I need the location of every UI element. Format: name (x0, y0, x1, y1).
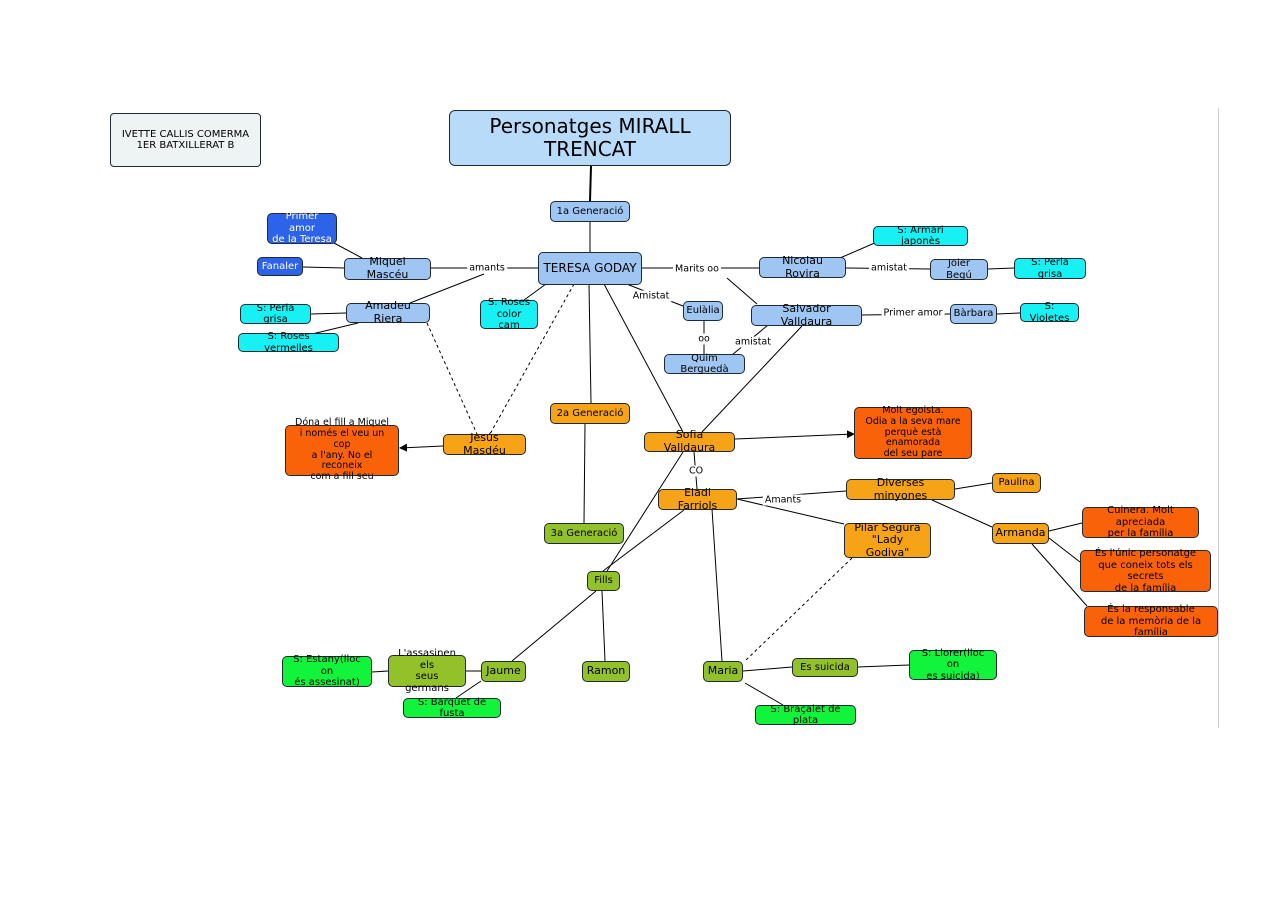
node-nicolau[interactable]: Nicolau Rovira (759, 254, 846, 279)
node-barquet[interactable]: S: Barquet de fusta (403, 697, 501, 719)
edge-label-marits: Marits oo (673, 263, 721, 275)
node-maria[interactable]: Maria (703, 661, 743, 682)
edge-minyones-armanda (931, 499, 993, 528)
edge-label-amistat-joier: amistat (869, 262, 909, 274)
node-barbara[interactable]: Bàrbara (950, 304, 997, 324)
node-estany[interactable]: S: Estany(lloc on és assesinat) (282, 654, 372, 688)
node-armanda[interactable]: Armanda (992, 523, 1049, 544)
node-salvador[interactable]: Salvador Valldaura (751, 302, 862, 327)
edge-label-amistat-quim: amistat (733, 336, 773, 348)
edge-armari-nicolau (839, 241, 878, 259)
node-roses-cam[interactable]: S: Roses color cam (480, 297, 538, 331)
edge-teresa-rosescam (523, 283, 547, 301)
node-gen1[interactable]: 1a Generació (550, 201, 630, 222)
node-primer-amor[interactable]: Primer amor de la Teresa (267, 211, 337, 245)
edge-nicolau-salvador (726, 277, 758, 305)
edge-primeramor-miquel (333, 242, 363, 259)
node-egoista[interactable]: Molt egoista. Odia a la seva mare perquè… (854, 405, 972, 459)
edge-teresa-gen2 (588, 283, 592, 404)
node-ramon[interactable]: Ramon (582, 661, 630, 682)
edge-label-co: CO (686, 465, 706, 477)
edge-minyones-paulina (954, 482, 993, 490)
node-bracalet[interactable]: S: Braçalet de plata (755, 704, 856, 726)
edge-estany-assasinen (371, 670, 389, 673)
edge-maria-bracalet (744, 682, 784, 706)
edge-jesus-donafill (399, 443, 444, 452)
edge-jaume-barquet (455, 680, 482, 699)
node-perla2[interactable]: S: Perla grisa (1014, 257, 1086, 280)
edge-salvador-sofia (701, 325, 803, 433)
node-paulina[interactable]: Paulina (992, 473, 1041, 493)
edge-dashed-amadeu-jesus (426, 322, 478, 435)
edge-suicida-llorer (857, 664, 910, 668)
node-dona-fill[interactable]: Dóna el fill a Miquel i només el veu un … (285, 417, 399, 482)
edge-label-amistat-eulalia: Amistat (630, 290, 672, 302)
edge-title-gen1 (589, 165, 592, 202)
node-jaume[interactable]: Jaume (481, 661, 526, 682)
edge-armanda-unic (1048, 537, 1081, 563)
edge-sofia-fills (606, 451, 684, 572)
edge-dashed-pilar-maria (744, 557, 853, 662)
edge-maria-suicida (742, 666, 793, 672)
node-joier[interactable]: Joier Begú (930, 258, 988, 281)
edge-eladi-fills (602, 509, 685, 572)
node-minyones[interactable]: Diverses minyones (846, 476, 955, 501)
edge-armanda-responsable (1031, 543, 1088, 607)
node-violetes[interactable]: S: Violetes (1020, 301, 1079, 324)
edge-rosesverm-amadeu (311, 322, 359, 335)
node-armari[interactable]: S: Armari japonès (873, 225, 968, 247)
map-title[interactable]: Personatges MIRALL TRENCAT (449, 110, 731, 166)
edge-eladi-pilar (736, 498, 845, 525)
node-gen2[interactable]: 2a Generació (550, 403, 630, 424)
page-divider (1218, 108, 1219, 728)
node-llorer[interactable]: S: Llorer(lloc on es suicida) (909, 648, 997, 682)
edge-gen2-gen3 (583, 423, 586, 524)
edge-armanda-cuinera (1048, 522, 1083, 532)
edge-fanaler-miquel (302, 266, 345, 269)
edge-dashed-teresa-jesus (489, 283, 575, 435)
edge-fills-jaume (511, 590, 597, 662)
node-quim[interactable]: Quim Berguedà (664, 353, 745, 375)
node-perla1[interactable]: S: Perla grisa (240, 303, 311, 325)
edge-barbara-violetes (996, 312, 1021, 315)
node-pilar[interactable]: Pilar Segura "Lady Godiva" (844, 521, 931, 559)
node-miquel[interactable]: Miquel Mascéu (344, 256, 431, 281)
edge-label-primer-amor: Primer amor (881, 307, 945, 319)
edge-label-amants: amants (467, 262, 507, 274)
node-eulalia[interactable]: Eulàlia (683, 301, 723, 321)
edge-joier-perla2 (987, 267, 1015, 270)
edge-teresa-sofia (603, 283, 684, 433)
edge-eladi-maria (711, 508, 723, 662)
node-unic[interactable]: És l'únic personatge que coneix tots els… (1080, 548, 1211, 594)
node-eladi[interactable]: Eladi Farriols (658, 486, 737, 511)
node-jesus[interactable]: Jesús Masdéu (443, 431, 526, 456)
node-fanaler[interactable]: Fanaler (257, 257, 303, 276)
node-teresa[interactable]: TERESA GODAY (538, 252, 642, 285)
node-responsable[interactable]: És la responsable de la memòria de la fa… (1084, 604, 1218, 638)
node-roses-vermelles[interactable]: S: Roses vermelles (238, 331, 339, 354)
edge-sofia-egoista (734, 430, 855, 440)
author-note: IVETTE CALLIS COMERMA 1ER BATXILLERAT B (110, 113, 261, 167)
node-gen3[interactable]: 3a Generació (544, 523, 624, 544)
edge-label-amants-eladi: Amants (762, 494, 804, 506)
node-suicida[interactable]: Es suicida (792, 658, 858, 677)
edge-fills-ramon (601, 590, 606, 662)
node-cuinera[interactable]: Cuinera. Molt apreciada per la família (1082, 505, 1199, 539)
node-fills[interactable]: Fills (587, 571, 620, 591)
edge-label-oo: oo (696, 333, 712, 345)
edge-perla1-amadeu (310, 312, 347, 315)
node-assasinen[interactable]: L'assasinen els seus germans (388, 648, 466, 694)
edge-amadeu-teresa (409, 273, 485, 304)
node-amadeu[interactable]: Amadeu Riera (346, 300, 430, 325)
node-sofia[interactable]: Sofia Valldaura (644, 429, 735, 454)
